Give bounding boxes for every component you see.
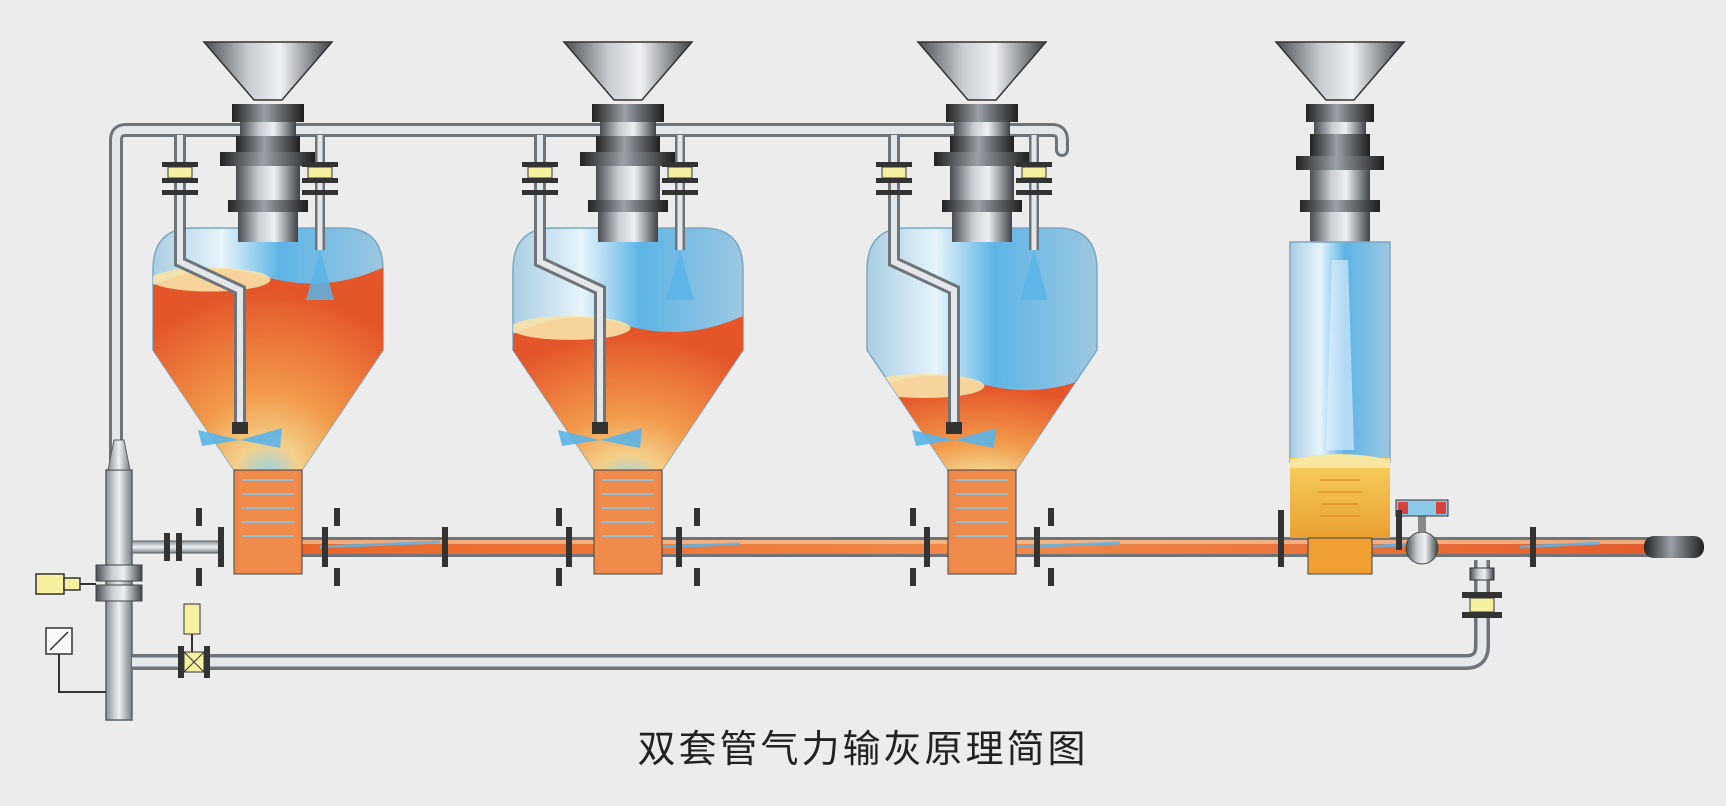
valve-icon[interactable] (1016, 162, 1052, 195)
vessel-3 (866, 41, 1098, 586)
diagram-caption: 双套管气力输灰原理简图 (637, 727, 1089, 771)
column-vessel (1274, 41, 1406, 575)
hopper-icon (202, 41, 334, 101)
control-valve-icon[interactable] (35, 573, 96, 595)
vessel-1 (152, 41, 384, 586)
air-supply-column (95, 439, 223, 721)
valve-icon[interactable] (876, 162, 912, 195)
valve-icon[interactable] (178, 603, 210, 678)
air-header-pipe (109, 123, 1069, 477)
valve-icon[interactable] (662, 162, 698, 195)
pressure-vessels (152, 41, 1098, 586)
pressure-sensor-icon[interactable] (45, 627, 106, 693)
hopper-icon (1274, 41, 1406, 101)
hopper-icon (916, 41, 1048, 101)
valve-icon[interactable] (162, 162, 198, 195)
valve-icon[interactable] (1395, 499, 1449, 565)
ash-fill (153, 267, 383, 470)
valve-icon[interactable] (302, 162, 338, 195)
return-air-pipe (132, 560, 1490, 670)
valve-icon[interactable] (522, 162, 558, 195)
valve-icon[interactable] (1462, 567, 1502, 618)
hopper-icon (562, 41, 694, 101)
